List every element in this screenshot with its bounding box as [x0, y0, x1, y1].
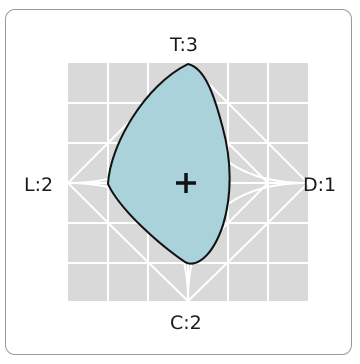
axis-label-top: T:3 [170, 34, 199, 56]
axis-label-bottom: C:2 [170, 312, 202, 334]
axis-label-right: D:1 [303, 174, 337, 196]
axis-label-left: L:2 [24, 174, 54, 196]
crosshair-plus-icon [176, 173, 196, 193]
data-shape [106, 62, 231, 265]
mid-guide [66, 61, 310, 303]
